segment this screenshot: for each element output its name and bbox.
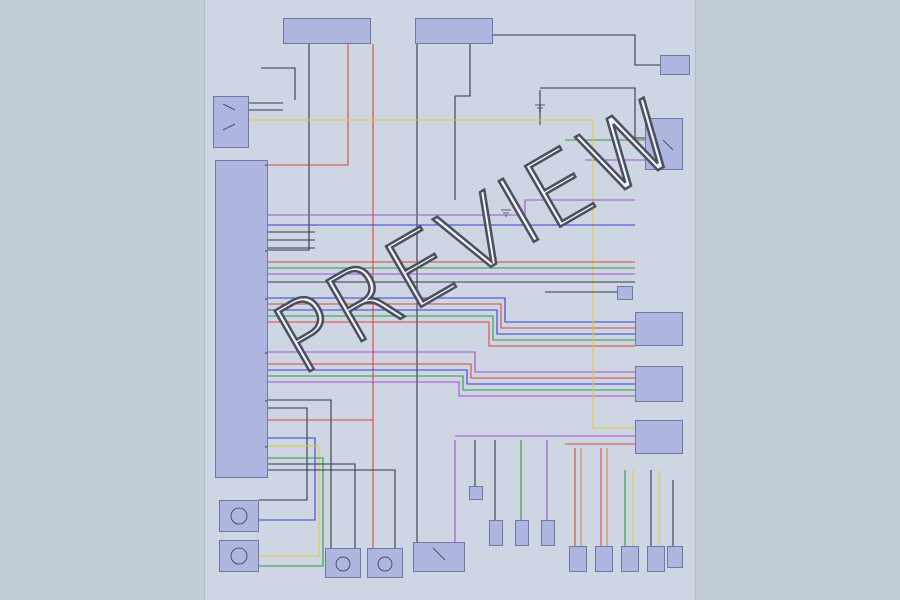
connector-icon [265, 164, 268, 448]
wire-yellow-long [249, 119, 594, 310]
wire-red-s1 [268, 303, 635, 329]
sensor-icon [230, 507, 393, 572]
bottom-connector-2 [489, 520, 503, 546]
switch-assembly-bottom [413, 542, 465, 572]
wire-dark-low-4 [268, 469, 396, 548]
wire-green-s2 [268, 375, 635, 391]
small-connector-right [617, 286, 633, 300]
sensor-block-1 [635, 312, 683, 346]
wheel-pad-4 [647, 546, 665, 572]
sensor-block-2 [635, 366, 683, 402]
wire-yellow-s3 [592, 310, 635, 429]
wire-red-s1-2 [268, 321, 635, 347]
wire-dark-trunk-1 [268, 44, 310, 251]
wire-red-trunk [268, 44, 349, 166]
wire-dark-low-1 [268, 399, 332, 548]
wheel-pad-5 [667, 546, 683, 568]
wire-blue-s1-1 [268, 297, 635, 323]
bottom-connector-4 [541, 520, 555, 546]
bottom-connector-3 [515, 520, 529, 546]
ground-icon [501, 104, 545, 217]
bottom-connector-1 [469, 486, 483, 500]
wire-dark-low-2 [259, 407, 308, 501]
main-control-module [215, 160, 268, 478]
switch-module-right [645, 118, 683, 170]
wire-violet-mid [268, 199, 635, 216]
wire-dark-right-1 [540, 87, 645, 139]
relay-module [213, 96, 249, 148]
wire-yellow-low [259, 445, 320, 557]
wiring-diagram [222, 34, 674, 572]
wire-green-low [259, 457, 324, 567]
wire-violet-s2 [268, 351, 635, 373]
switch-icon [222, 103, 674, 561]
wire-dark-low-3 [268, 463, 356, 548]
sensor-block-3 [635, 420, 683, 454]
wire-dark-top-right [493, 34, 660, 66]
wire-violet-s2-2 [268, 381, 635, 397]
speed-sensor-2 [367, 548, 403, 578]
wheel-pad-1 [569, 546, 587, 572]
wire-red-s2 [268, 363, 635, 379]
wire-blue-low [259, 437, 316, 521]
wheel-pad-2 [595, 546, 613, 572]
wire-green-s1 [268, 315, 635, 341]
wire-dark-trunk-3 [454, 44, 471, 200]
fuse-box-right [415, 18, 493, 44]
wheel-pad-3 [621, 546, 639, 572]
wire-blue-s1-2 [268, 309, 635, 335]
wire-red-low [268, 419, 374, 548]
schematic-sheet [205, 0, 695, 600]
connector-top-right [660, 55, 690, 75]
fuse-box-left [283, 18, 371, 44]
wire-blue-s2 [268, 369, 635, 385]
wire-dark-top-left [261, 67, 296, 100]
